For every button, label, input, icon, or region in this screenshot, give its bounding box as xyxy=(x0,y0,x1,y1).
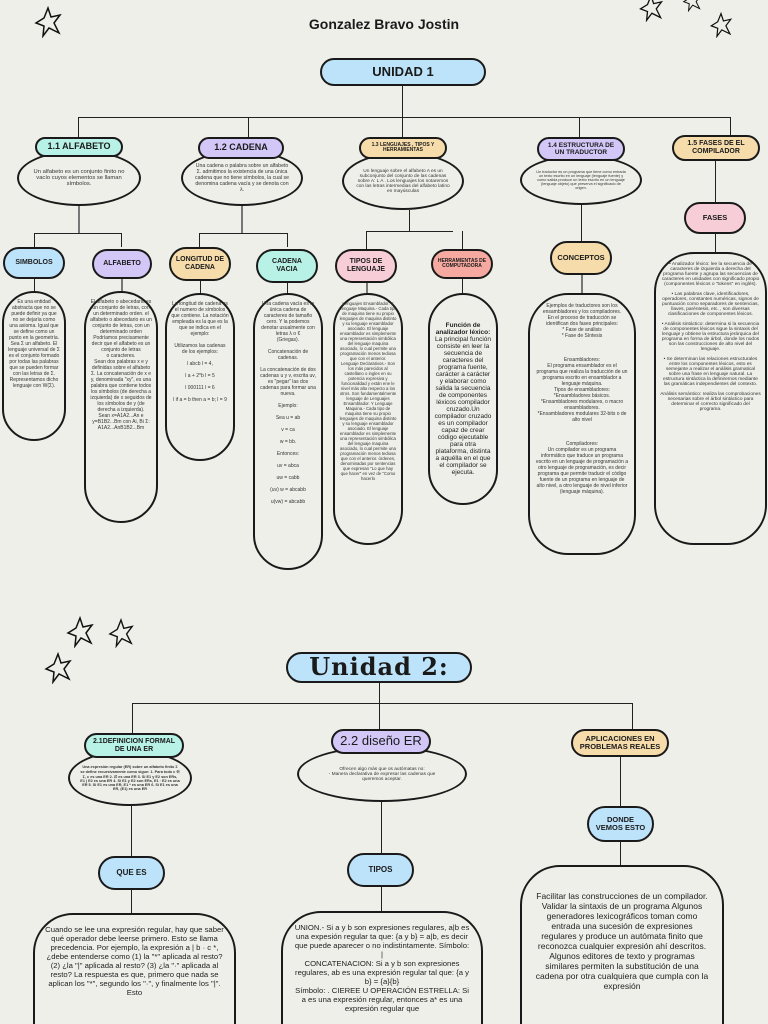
star-icon xyxy=(44,652,72,684)
topic-1-2-cadena: 1.2 CADENA xyxy=(198,137,284,159)
diseno-er-description-text: Ofrecen algo más que os autómatas no: - … xyxy=(328,766,436,782)
cadena-description-text: Una cadena o palabra sobre un alfabeto Σ… xyxy=(195,163,290,193)
node-label: TIPOS xyxy=(368,864,393,874)
topic-label: 2.2 diseño ER xyxy=(340,733,422,749)
detail-text: Facilitar las construcciones de un compi… xyxy=(535,891,709,991)
node-label: HERRAMIENTAS DE COMPUTADORA xyxy=(437,257,487,269)
node-label: SIMBOLOS xyxy=(15,259,53,267)
unidad-2-node: Unidad 2: xyxy=(286,652,472,683)
topic-2-2-diseno-er: 2.2 diseño ER xyxy=(331,729,431,754)
fases-detail: • Analizador léxico: lee la secuencia de… xyxy=(654,252,767,545)
detail-text: Cuando se lee una expresión regular, hay… xyxy=(45,925,224,997)
topic-1-3-lenguajes: 1.3 LENGUAJES , TIPOS Y HERRAMIENTAS xyxy=(359,137,447,159)
star-icon xyxy=(682,0,701,12)
detail-text: El alfabeto o abecedario es un conjunto … xyxy=(90,299,152,431)
node-label: CONCEPTOS xyxy=(557,252,605,262)
unidad-1-node: UNIDAD 1 xyxy=(320,58,486,86)
node-herramientas-computadora: HERRAMIENTAS DE COMPUTADORA xyxy=(431,249,493,279)
topic-1-5-fases-compilador: 1.5 FASES DE EL COMPILADOR xyxy=(672,135,760,161)
topic-label: 1.3 LENGUAJES , TIPOS Y HERRAMIENTAS xyxy=(371,141,435,153)
tipos-detail: UNION.- Si a y b son expresiones regular… xyxy=(281,911,483,1024)
node-conceptos: CONCEPTOS xyxy=(550,241,612,275)
node-simbolos: SIMBOLOS xyxy=(3,247,65,279)
node-label: CADENA VACIA xyxy=(272,258,302,273)
definicion-er-description: Una expresión regular (ER) sobre un alfa… xyxy=(68,750,192,806)
detail-text: Ejemplos de traductores son los ensambla… xyxy=(536,303,629,495)
detail-text: • Analizador léxico: lee la secuencia de… xyxy=(660,262,761,412)
traductor-description-text: Un traductor es un programa que tiene co… xyxy=(536,170,626,190)
unidad-1-title: UNIDAD 1 xyxy=(372,63,434,79)
detail-bold-text: Función de analizador léxico: xyxy=(435,322,491,336)
star-icon xyxy=(108,618,134,648)
topic-label: 1.5 FASES DE EL COMPILADOR xyxy=(687,140,745,155)
star-icon xyxy=(34,6,62,38)
node-alfabeto: ALFABETO xyxy=(92,249,152,279)
node-tipos: TIPOS xyxy=(347,853,414,887)
tipos-lenguaje-detail: Lenguajes Ensamblador. Y Lenguaje Maquin… xyxy=(333,293,403,545)
node-tipos-lenguaje: TIPOS DE LENGUAJE xyxy=(335,249,397,283)
lenguajes-description: Un lenguaje sobre el alfabeto A es un su… xyxy=(342,152,464,210)
topic-label: 1.1 ALFABETO xyxy=(47,141,111,152)
conceptos-detail: Ejemplos de traductores son los ensambla… xyxy=(528,293,636,555)
alfabeto-detail: El alfabeto o abecedario es un conjunto … xyxy=(84,291,158,523)
cadena-vacia-detail: Una cadena vacía es la única cadena de c… xyxy=(253,293,323,570)
star-icon xyxy=(709,12,733,38)
longitud-cadena-detail: La longitud de cadena es el numero de sí… xyxy=(165,293,235,461)
node-que-es: QUE ES xyxy=(98,856,165,890)
node-label: TIPOS DE LENGUAJE xyxy=(346,258,386,273)
detail-text: Es una entidad abstracta que no se puede… xyxy=(8,299,60,389)
detail-text: UNION.- Si a y b son expresiones regular… xyxy=(294,923,470,1013)
node-donde-vemos-esto: DONDE VEMOS ESTO xyxy=(587,806,654,842)
donde-vemos-esto-detail: Facilitar las construcciones de un compi… xyxy=(520,865,724,1024)
topic-1-4-estructura-traductor: 1.4 ESTRUCTURA DE UN TRADUCTOR xyxy=(537,137,625,161)
node-longitud-cadena: LONGITUD DE CADENA xyxy=(169,247,231,281)
unidad-2-title: Unidad 2: xyxy=(309,652,449,682)
topic-label: 1.4 ESTRUCTURA DE UN TRADUCTOR xyxy=(547,141,615,156)
author-name: Gonzalez Bravo Jostin xyxy=(308,16,460,32)
node-label: LONGITUD DE CADENA xyxy=(175,256,225,271)
que-es-detail: Cuando se lee una expresión regular, hay… xyxy=(33,913,236,1024)
detail-text: La longitud de cadena es el numero de sí… xyxy=(171,301,229,403)
topic-label: 1.2 CADENA xyxy=(214,142,268,153)
traductor-description: Un traductor es un programa que tiene co… xyxy=(520,155,642,205)
detail-text: Función de analizador léxico: La princip… xyxy=(434,322,492,476)
diseno-er-description: Ofrecen algo más que os autómatas no: - … xyxy=(297,746,467,802)
topic-label: APLICACIONES EN PROBLEMAS REALES xyxy=(579,733,661,751)
node-cadena-vacia: CADENA VACIA xyxy=(256,249,318,283)
topic-2-1-definicion-formal: 2.1DEFINICION FORMAL DE UNA ER xyxy=(84,733,184,758)
lenguajes-description-text: Un lenguaje sobre el alfabeto A es un su… xyxy=(356,168,450,194)
detail-text: Una cadena vacía es la única cadena de c… xyxy=(260,301,316,505)
node-label: ALFABETO xyxy=(103,260,141,268)
alfabeto-description-text: Un alfabeto es un conjunto finito no vac… xyxy=(33,169,125,187)
topic-label: 2.1DEFINICION FORMAL DE UNA ER xyxy=(92,737,176,753)
simbolos-detail: Es una entidad abstracta que no se puede… xyxy=(2,291,66,441)
detail-body-text: La principal función consiste en leer la… xyxy=(434,336,492,476)
star-icon xyxy=(639,0,664,22)
node-label: FASES xyxy=(702,212,728,222)
herramientas-computadora-detail: Función de analizador léxico: La princip… xyxy=(428,293,498,505)
node-fases: FASES xyxy=(684,202,746,234)
topic-aplicaciones-problemas-reales: APLICACIONES EN PROBLEMAS REALES xyxy=(571,729,669,757)
node-label: QUE ES xyxy=(116,867,147,877)
node-label: DONDE VEMOS ESTO xyxy=(595,814,646,832)
star-icon xyxy=(66,616,94,648)
detail-text: Lenguajes Ensamblador. Y Lenguaje Maquin… xyxy=(339,301,397,481)
alfabeto-description: Un alfabeto es un conjunto finito no vac… xyxy=(17,150,141,206)
definicion-er-description-text: Una expresión regular (ER) sobre un alfa… xyxy=(80,765,180,791)
topic-1-1-alfabeto: 1.1 ALFABETO xyxy=(35,137,123,157)
